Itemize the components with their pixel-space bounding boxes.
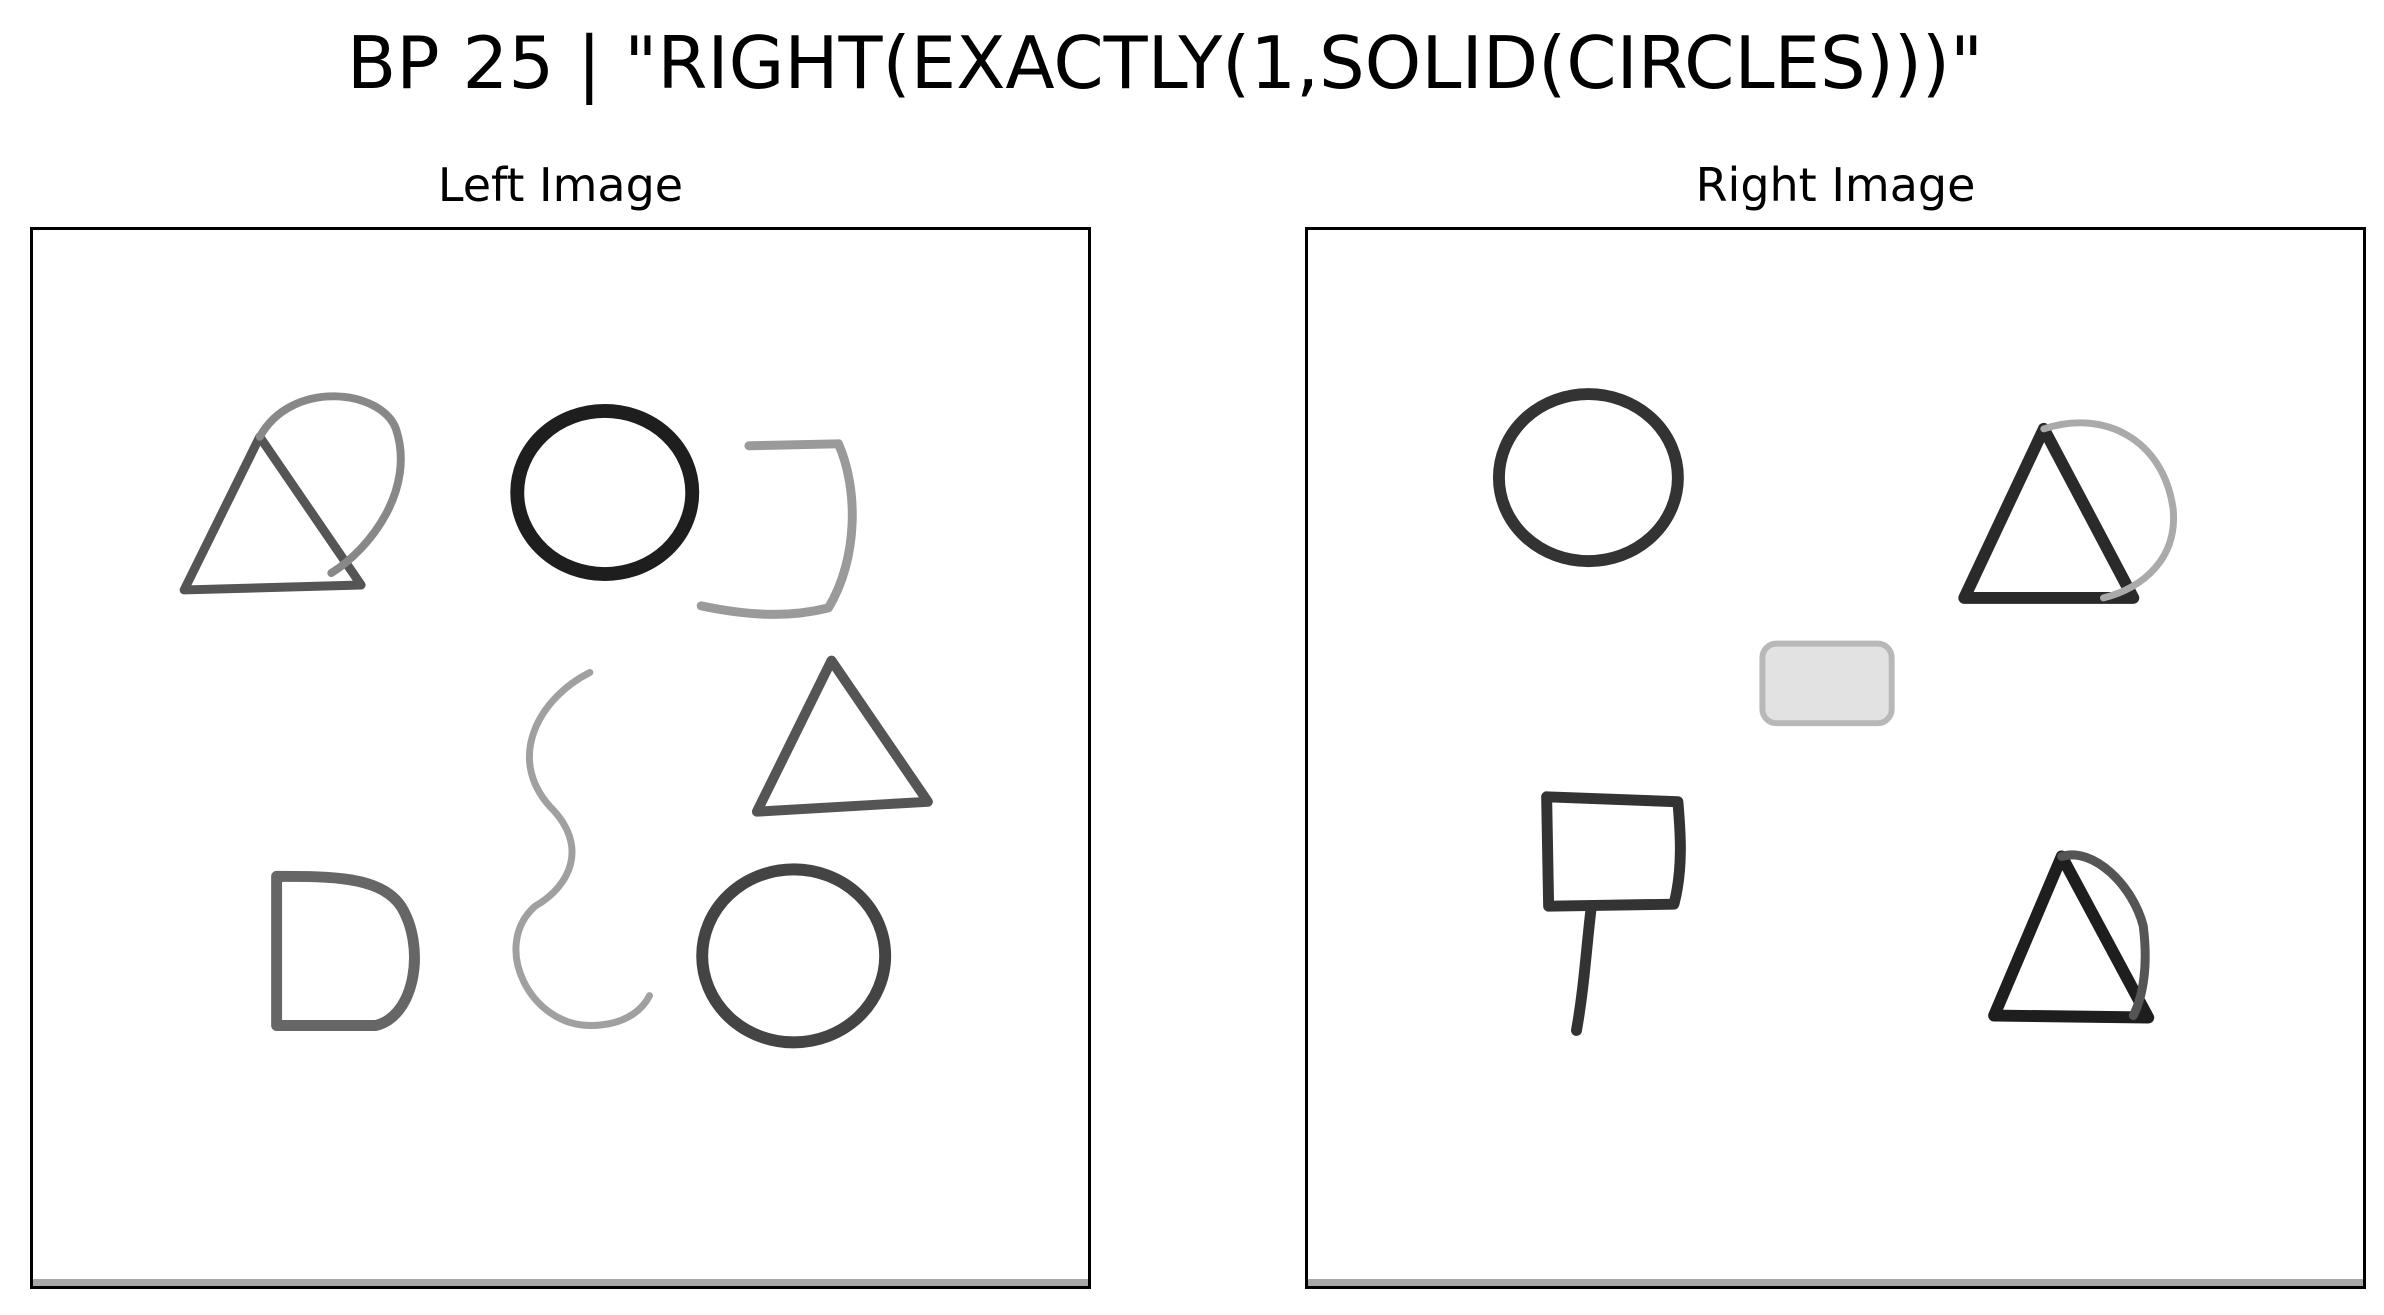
s-curve-shape	[512, 669, 653, 1029]
page-title: BP 25 | "RIGHT(EXACTLY(1,SOLID(CIRCLES))…	[346, 21, 1984, 105]
outline-circle-shape	[510, 404, 700, 582]
right-panel-label: Right Image	[1695, 158, 1976, 212]
open-square-shape	[696, 439, 857, 619]
triangle-with-arc-shape	[1958, 422, 2140, 604]
square-with-tail-shape	[1541, 791, 1686, 912]
arc-shape	[2040, 419, 2177, 602]
bottom-triangle-shape	[1988, 850, 2155, 1024]
triangle-with-loop-shape	[179, 432, 366, 595]
d-shape	[271, 870, 420, 1031]
solid-square-shape	[1759, 640, 1895, 727]
outline-circle-shape	[1492, 388, 1684, 568]
left-image-canvas	[179, 392, 933, 1049]
right-image-canvas	[1492, 388, 2177, 1036]
loop-curve-shape	[255, 392, 405, 578]
loop-arc-shape	[2057, 850, 2150, 1021]
left-image-panel	[30, 227, 1091, 1289]
bottom-circle-shape	[696, 863, 892, 1049]
left-panel-label: Left Image	[437, 158, 684, 212]
tail-shape	[1571, 900, 1597, 1036]
outline-triangle-shape	[751, 655, 933, 817]
right-image-panel	[1305, 227, 2366, 1289]
